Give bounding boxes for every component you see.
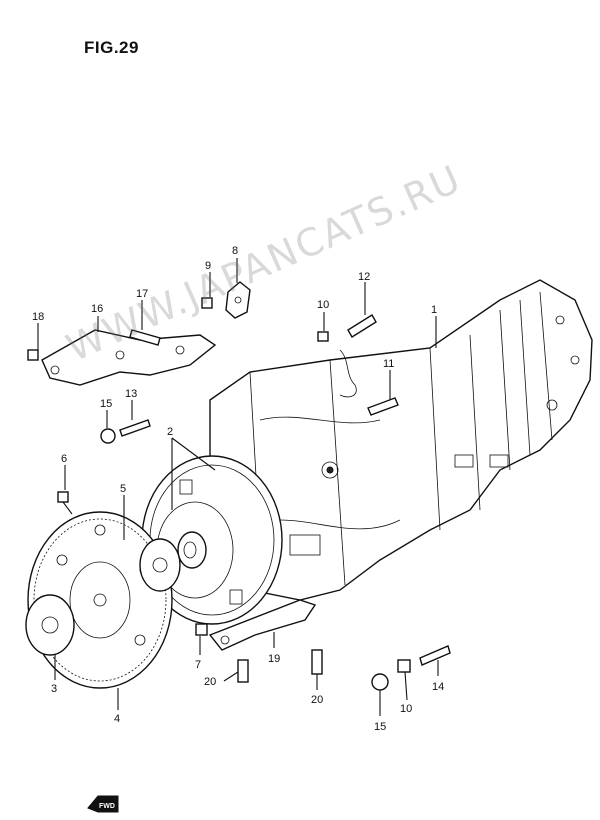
callout-11: 11 [383, 358, 394, 370]
stud-14[interactable] [419, 645, 451, 666]
callout-10-top: 10 [317, 299, 329, 311]
callout-1: 1 [431, 304, 437, 316]
leader-lines [37, 258, 439, 716]
callout-12: 12 [358, 271, 370, 283]
bolt-18[interactable] [27, 349, 39, 361]
callout-10-bottom: 10 [400, 703, 412, 715]
adapter-plate[interactable] [25, 594, 75, 656]
bolt-6[interactable] [57, 491, 73, 515]
figure-title: FIG.29 [84, 38, 139, 57]
fwd-label: FWD [99, 803, 115, 810]
bolt-9[interactable] [201, 297, 213, 309]
callout-16: 16 [91, 303, 103, 315]
callout-20-right: 20 [311, 694, 323, 706]
callout-5: 5 [120, 483, 126, 495]
sleeve-10-top[interactable] [317, 331, 329, 342]
bolt-7[interactable] [195, 623, 208, 636]
callout-14: 14 [432, 681, 444, 693]
callout-19: 19 [268, 653, 280, 665]
spacer[interactable] [139, 538, 181, 592]
gasket-plate[interactable] [225, 281, 251, 319]
callout-15-bottom: 15 [374, 721, 386, 733]
callout-3: 3 [51, 683, 57, 695]
callout-20-left: 20 [204, 676, 216, 688]
bolt-20-right[interactable] [311, 649, 323, 675]
sleeve-10-bottom[interactable] [397, 659, 411, 673]
callout-2: 2 [167, 426, 173, 438]
bolt-20-left[interactable] [237, 659, 249, 683]
bolt-11[interactable] [367, 397, 399, 416]
mounting-bracket[interactable] [41, 329, 217, 386]
callout-13: 13 [125, 388, 137, 400]
bolt-17[interactable] [129, 329, 161, 346]
callout-15-left: 15 [100, 398, 112, 410]
fwd-arrow-icon: FWD [87, 795, 119, 813]
stud-13[interactable] [119, 419, 151, 437]
bolt-12[interactable] [347, 314, 377, 338]
transmission-case[interactable] [204, 279, 593, 601]
callout-labels: 1 2 3 4 5 6 7 8 9 10 10 11 12 13 14 15 1… [32, 245, 444, 733]
shift-lever[interactable] [208, 599, 317, 651]
callout-9: 9 [205, 260, 211, 272]
callout-4: 4 [114, 713, 120, 725]
callout-18: 18 [32, 311, 44, 323]
callout-8: 8 [232, 245, 238, 257]
nut-15-bottom[interactable] [371, 673, 389, 691]
callout-6: 6 [61, 453, 67, 465]
callout-17: 17 [136, 288, 148, 300]
nut-15-left[interactable] [100, 428, 116, 444]
callout-7: 7 [195, 659, 201, 671]
